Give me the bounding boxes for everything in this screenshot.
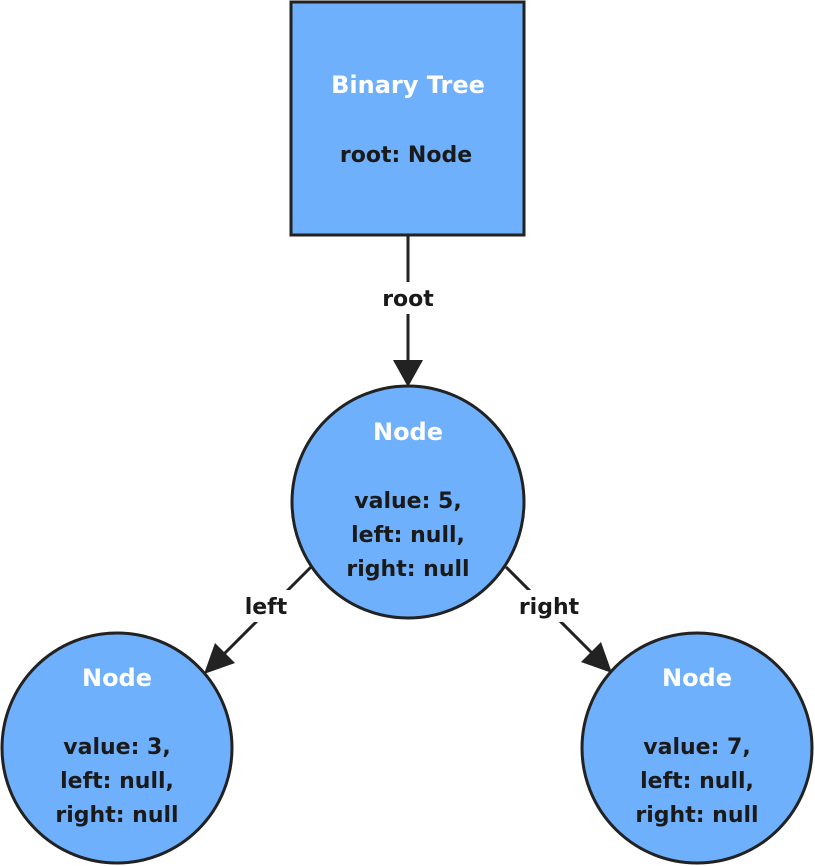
- edge-left-arrowhead: [204, 643, 235, 674]
- binary-tree-title: Binary Tree: [331, 71, 485, 99]
- edge-root: root: [372, 236, 444, 387]
- binary-tree-box: Binary Tree root: Node: [289, 0, 526, 237]
- node-root: Node value: 5, left: null, right: null: [290, 384, 526, 620]
- node-root-shape: [290, 384, 526, 620]
- edge-right-label: right: [519, 595, 580, 620]
- edge-left-label: left: [245, 595, 288, 620]
- node-right-value: value: 7,: [643, 735, 750, 760]
- node-right-shape: [580, 631, 814, 865]
- edge-left-label-bg: [236, 590, 296, 622]
- edge-right: right: [504, 565, 612, 673]
- node-left-value: value: 3,: [63, 735, 170, 760]
- node-left-left: left: null,: [60, 769, 174, 794]
- node-root-right: right: null: [346, 557, 469, 582]
- node-left-shape: [0, 631, 234, 865]
- edge-root-arrowhead: [393, 360, 423, 387]
- node-right-left: left: null,: [640, 769, 754, 794]
- node-root-value: value: 5,: [354, 489, 461, 514]
- node-right: Node value: 7, left: null, right: null: [580, 631, 814, 865]
- binary-tree-box-shape: [289, 0, 526, 237]
- node-left-title: Node: [82, 664, 152, 692]
- node-right-right: right: null: [635, 803, 758, 828]
- edge-right-arrowhead: [581, 642, 612, 673]
- node-root-left: left: null,: [351, 523, 465, 548]
- edge-right-label-bg: [508, 590, 592, 622]
- node-left: Node value: 3, left: null, right: null: [0, 631, 234, 865]
- node-root-title: Node: [373, 418, 443, 446]
- binary-tree-field: root: Node: [340, 143, 472, 168]
- node-right-title: Node: [662, 664, 732, 692]
- edge-root-label-bg: [372, 282, 444, 314]
- edge-left: left: [204, 565, 313, 674]
- edge-root-label: root: [382, 287, 434, 312]
- node-left-right: right: null: [55, 803, 178, 828]
